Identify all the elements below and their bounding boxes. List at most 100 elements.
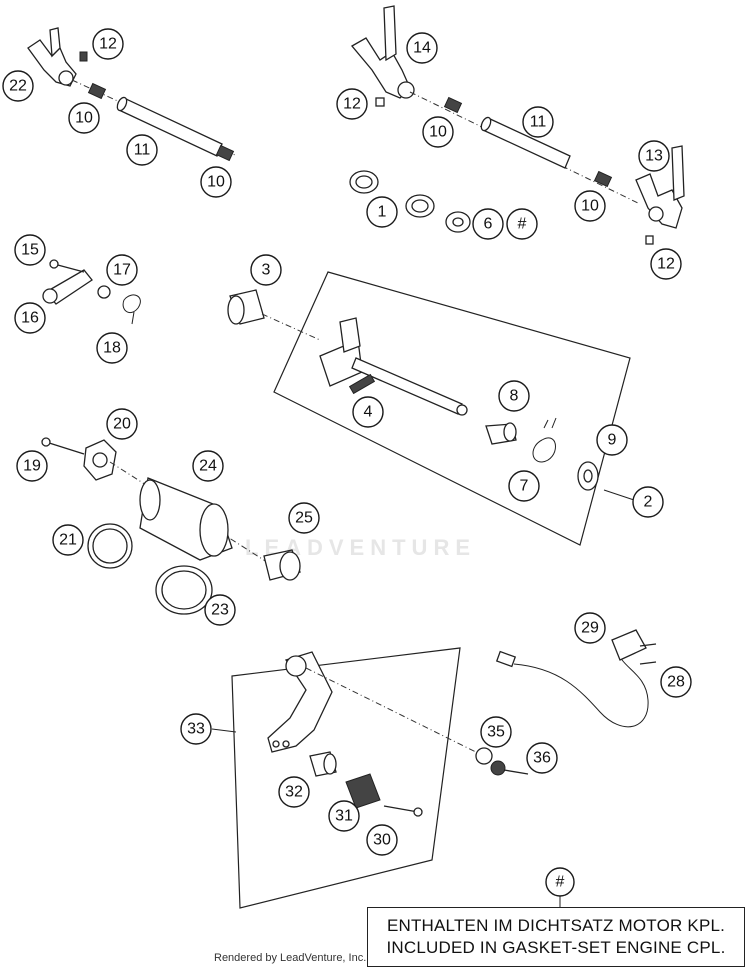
callout-17[interactable]: 17	[106, 254, 138, 286]
callout-25[interactable]: 25	[288, 502, 320, 534]
gasket-set-note: ENTHALTEN IM DICHTSATZ MOTOR KPL. INCLUD…	[367, 907, 745, 967]
bearing-21	[87, 523, 133, 569]
callout-10c[interactable]: 10	[422, 116, 454, 148]
bolt-36	[490, 760, 529, 776]
callout-8[interactable]: 8	[498, 380, 530, 412]
spring-10c	[443, 96, 463, 114]
shift-drum-24	[139, 477, 233, 561]
note-line-german: ENTHALTEN IM DICHTSATZ MOTOR KPL.	[386, 916, 726, 935]
svg-text:#: #	[556, 874, 565, 891]
shift-lever-16	[42, 269, 93, 305]
svg-text:#: #	[518, 216, 527, 233]
svg-text:11: 11	[530, 114, 547, 131]
callout-30[interactable]: 30	[366, 824, 398, 856]
svg-text:18: 18	[103, 340, 121, 357]
shift-shaft-box	[273, 271, 631, 546]
screw-28	[639, 643, 657, 665]
svg-text:12: 12	[657, 256, 675, 273]
callout-11a[interactable]: 11	[126, 134, 158, 166]
spring-boot-31	[345, 773, 381, 809]
svg-text:36: 36	[533, 750, 551, 767]
callout-20[interactable]: 20	[106, 408, 138, 440]
svg-text:4: 4	[364, 404, 373, 421]
svg-text:3: 3	[262, 262, 271, 279]
callout-33[interactable]: 33	[180, 713, 212, 745]
callout-13[interactable]: 13	[638, 140, 670, 172]
callout-16[interactable]: 16	[14, 302, 46, 334]
svg-text:31: 31	[335, 808, 353, 825]
pin-12a	[79, 51, 88, 62]
collar-8	[485, 422, 517, 445]
bushing-32	[309, 751, 337, 777]
svg-text:12: 12	[343, 96, 361, 113]
callout-36[interactable]: 36	[526, 742, 558, 774]
svg-text:24: 24	[199, 458, 217, 475]
callout-6[interactable]: 6	[472, 208, 504, 240]
bolt-15	[53, 263, 85, 273]
shift-lever-box	[231, 647, 461, 909]
svg-text:30: 30	[373, 832, 391, 849]
callout-19[interactable]: 19	[16, 450, 48, 482]
washer-35	[475, 747, 493, 765]
spring-10a	[87, 82, 107, 100]
callout-3[interactable]: 3	[250, 254, 282, 286]
note-line-english: INCLUDED IN GASKET-SET ENGINE CPL.	[386, 938, 726, 957]
callout-hash[interactable]: #	[506, 208, 538, 240]
bolt-30	[383, 805, 423, 817]
washer-9	[577, 461, 599, 491]
svg-text:20: 20	[113, 416, 131, 433]
callout-31[interactable]: 31	[328, 800, 360, 832]
pin-12b	[375, 97, 385, 107]
callout-15[interactable]: 15	[14, 234, 46, 266]
bearing-23	[155, 565, 213, 615]
callout-28[interactable]: 28	[660, 666, 692, 698]
pin-12c	[645, 235, 654, 245]
svg-text:15: 15	[21, 242, 39, 259]
spring-7	[532, 417, 557, 463]
svg-text:17: 17	[113, 262, 131, 279]
callout-12c[interactable]: 12	[650, 248, 682, 280]
shift-shaft	[319, 317, 468, 416]
svg-text:32: 32	[285, 784, 303, 801]
svg-text:16: 16	[21, 310, 39, 327]
svg-text:10: 10	[207, 174, 225, 191]
shift-fork-13	[635, 145, 685, 229]
callout-22[interactable]: 22	[2, 70, 34, 102]
callout-14[interactable]: 14	[406, 32, 438, 64]
callout-10d[interactable]: 10	[574, 190, 606, 222]
callout-7[interactable]: 7	[508, 470, 540, 502]
callout-21[interactable]: 21	[52, 524, 84, 556]
callout-24[interactable]: 24	[192, 450, 224, 482]
bushing-17	[97, 285, 111, 299]
callout-12a[interactable]: 12	[92, 28, 124, 60]
callout-10b[interactable]: 10	[200, 166, 232, 198]
svg-text:9: 9	[608, 432, 617, 449]
svg-text:25: 25	[295, 510, 313, 527]
svg-text:1: 1	[378, 204, 387, 221]
callout-2[interactable]: 2	[632, 486, 664, 518]
callout-10a[interactable]: 10	[68, 102, 100, 134]
svg-text:2: 2	[644, 494, 653, 511]
callout-29[interactable]: 29	[574, 612, 606, 644]
svg-text:6: 6	[484, 216, 493, 233]
callout-1[interactable]: 1	[366, 196, 398, 228]
callout-9[interactable]: 9	[596, 424, 628, 456]
callout-23[interactable]: 23	[204, 594, 236, 626]
callout-32[interactable]: 32	[278, 776, 310, 808]
callout-12b[interactable]: 12	[336, 88, 368, 120]
svg-text:22: 22	[9, 78, 27, 95]
svg-text:10: 10	[581, 198, 599, 215]
svg-text:7: 7	[520, 478, 529, 495]
svg-text:29: 29	[581, 620, 599, 637]
callout-hash-note[interactable]: #	[545, 867, 575, 897]
callout-18[interactable]: 18	[96, 332, 128, 364]
washer-6	[445, 211, 471, 233]
callout-11b[interactable]: 11	[522, 106, 554, 138]
svg-text:21: 21	[59, 532, 77, 549]
svg-text:14: 14	[413, 40, 431, 57]
svg-text:10: 10	[75, 110, 93, 127]
callout-4[interactable]: 4	[352, 396, 384, 428]
callout-35[interactable]: 35	[480, 716, 512, 748]
spring-10d	[593, 170, 613, 188]
